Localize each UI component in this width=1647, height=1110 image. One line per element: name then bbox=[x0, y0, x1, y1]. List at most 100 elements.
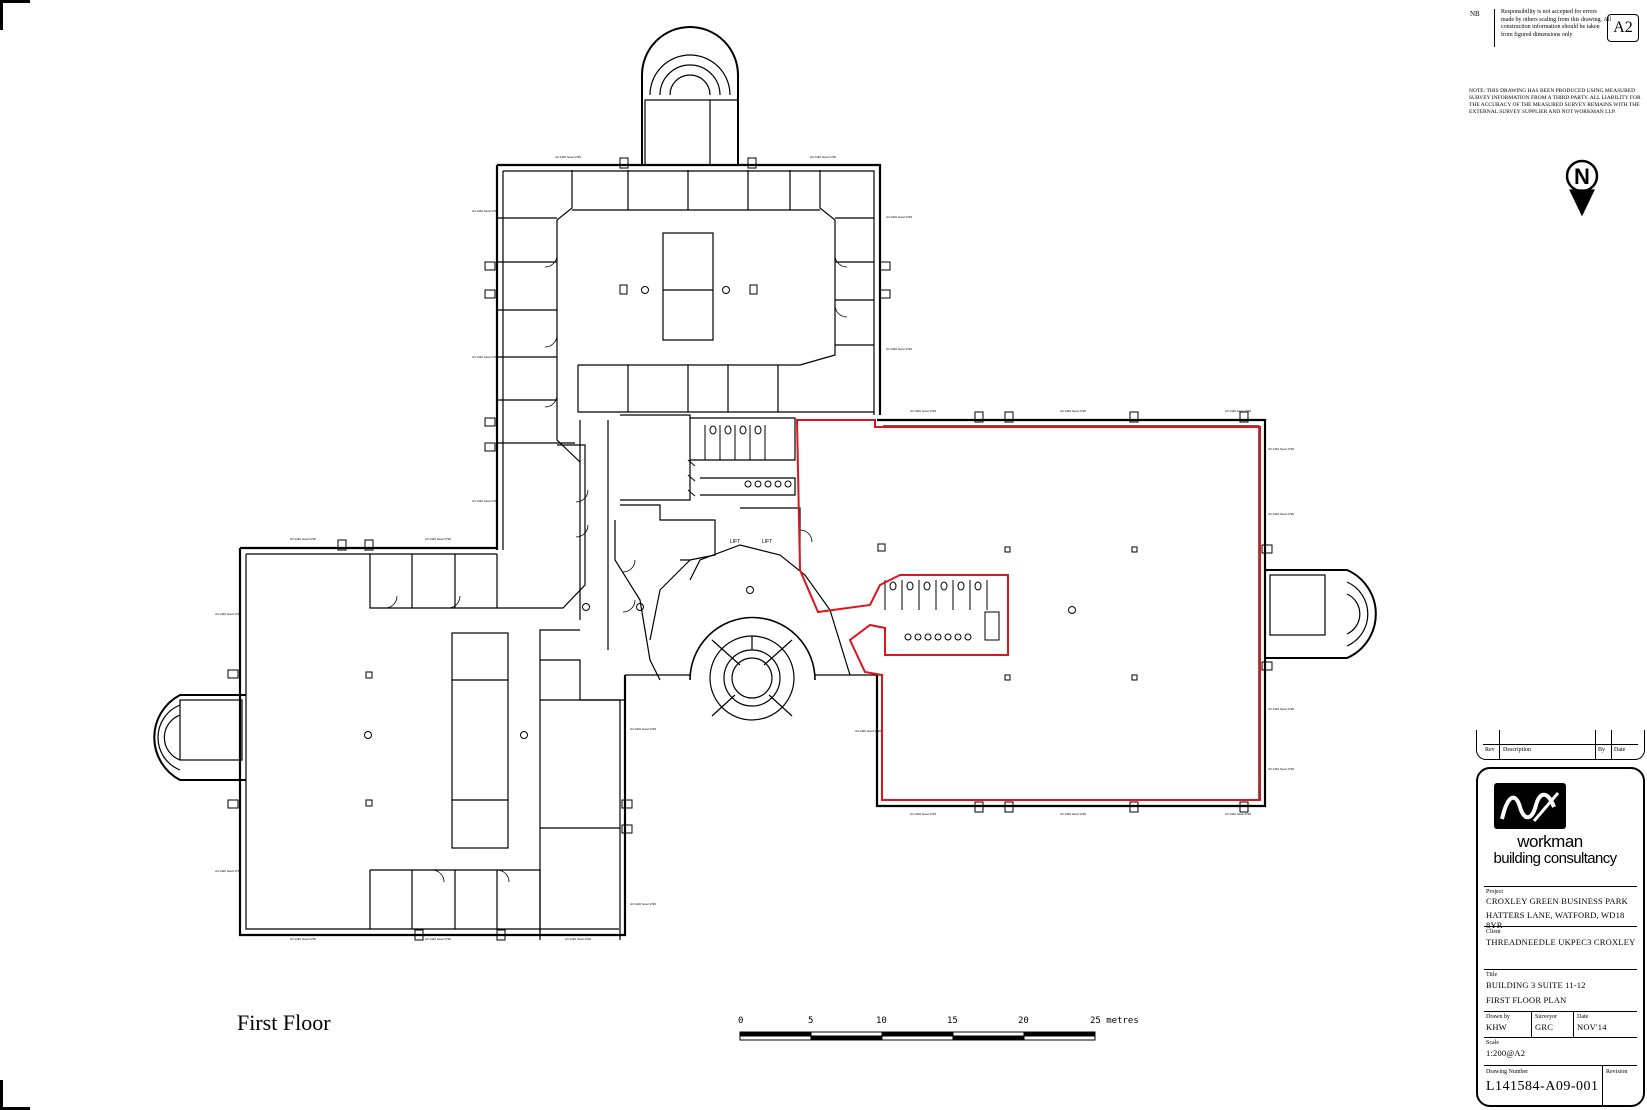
core bbox=[539, 414, 801, 940]
svg-text:cill 1420 head 1790: cill 1420 head 1790 bbox=[472, 499, 498, 503]
east-columns bbox=[877, 543, 1138, 681]
lift-labels: LIFT LIFT bbox=[730, 539, 772, 545]
scale-label-5: 5 bbox=[808, 1016, 814, 1026]
project-line2: HATTERS LANE, WATFORD, WD18 8YR bbox=[1486, 910, 1625, 930]
scale-label-25: 25 metres bbox=[1090, 1016, 1139, 1026]
title-block: Project CROXLEY GREEN BUSINESS PARK HATT… bbox=[1476, 767, 1645, 1107]
scale-bar bbox=[739, 1031, 1096, 1041]
scale-bar-segment-top bbox=[810, 1031, 883, 1037]
rev-header: Rev bbox=[1485, 747, 1495, 753]
svg-text:LIFT: LIFT bbox=[762, 539, 772, 545]
svg-text:cill 1420 head 1790: cill 1420 head 1790 bbox=[855, 729, 881, 733]
drawing-number-value: L141584-A09-001 bbox=[1486, 1079, 1599, 1094]
scale-label-10: 10 bbox=[876, 1016, 887, 1026]
scale-label-0: 0 bbox=[738, 1016, 744, 1026]
svg-text:cill 1420 head 1790: cill 1420 head 1790 bbox=[215, 869, 241, 873]
scale-bar-segment-bottom bbox=[739, 1035, 812, 1041]
project-line1: CROXLEY GREEN BUSINESS PARK bbox=[1486, 896, 1628, 906]
svg-text:cill 1420 head 1790: cill 1420 head 1790 bbox=[1225, 812, 1251, 816]
scale-bar-segment-bottom bbox=[881, 1035, 954, 1041]
svg-text:cill 1420 head 1790: cill 1420 head 1790 bbox=[886, 347, 912, 351]
description-header: Description bbox=[1503, 747, 1531, 753]
svg-text:cill 1420 head 1790: cill 1420 head 1790 bbox=[1268, 707, 1294, 711]
workman-logo bbox=[1494, 783, 1566, 829]
window-piers bbox=[227, 157, 1273, 941]
by-header: By bbox=[1598, 747, 1606, 753]
date-value: NOV'14 bbox=[1577, 1022, 1607, 1032]
svg-text:cill 1420 head 1790: cill 1420 head 1790 bbox=[630, 727, 656, 731]
drawing-number-label: Drawing Number bbox=[1486, 1069, 1529, 1075]
project-label: Project bbox=[1486, 889, 1503, 895]
crop-mark-bottom-left-v bbox=[0, 1080, 3, 1110]
brand-name: workman bbox=[1517, 832, 1583, 851]
scale-label: Scale bbox=[1486, 1040, 1499, 1046]
dimension-tags: cill 1420 head 1790 cill 1420 head 1790 c… bbox=[215, 155, 1294, 941]
brand-tagline: building consultancy bbox=[1493, 850, 1617, 867]
date-header: Date bbox=[1614, 747, 1626, 753]
revision-table: Rev Description By Date bbox=[1476, 730, 1645, 760]
nb-label: NB bbox=[1470, 10, 1480, 18]
svg-text:cill 1420 head 1790: cill 1420 head 1790 bbox=[425, 537, 451, 541]
scale-bar-segment-top bbox=[1023, 1031, 1096, 1037]
svg-text:cill 1420 head 1790: cill 1420 head 1790 bbox=[1060, 812, 1086, 816]
workman-logo-mark-icon bbox=[1500, 792, 1560, 822]
svg-text:cill 1420 head 1790: cill 1420 head 1790 bbox=[555, 155, 581, 159]
scale-bar-segment-top bbox=[952, 1031, 1025, 1037]
central-stair bbox=[625, 544, 880, 721]
revision-label: Revision bbox=[1606, 1069, 1628, 1075]
date-label: Date bbox=[1577, 1014, 1589, 1020]
svg-text:cill 1420 head 1790: cill 1420 head 1790 bbox=[810, 155, 836, 159]
svg-text:cill 1420 head 1790: cill 1420 head 1790 bbox=[1060, 409, 1086, 413]
client-label: Client bbox=[1486, 929, 1501, 935]
svg-text:cill 1420 head 1790: cill 1420 head 1790 bbox=[910, 812, 936, 816]
scale-bar-segment-bottom bbox=[952, 1035, 1025, 1041]
svg-text:cill 1420 head 1790: cill 1420 head 1790 bbox=[472, 355, 498, 359]
crop-mark-top-left-v bbox=[0, 0, 3, 30]
north-arrow: N bbox=[1565, 159, 1599, 217]
upper-wc bbox=[687, 425, 792, 497]
svg-text:cill 1420 head 1790: cill 1420 head 1790 bbox=[910, 409, 936, 413]
title-line2: FIRST FLOOR PLAN bbox=[1486, 995, 1567, 1005]
svg-text:cill 1420 head 1790: cill 1420 head 1790 bbox=[886, 215, 912, 219]
scale-value: 1:200@A2 bbox=[1486, 1048, 1526, 1058]
crop-mark-bottom-left bbox=[0, 1107, 30, 1110]
svg-text:cill 1420 head 1790: cill 1420 head 1790 bbox=[290, 537, 316, 541]
svg-text:cill 1420 head 1790: cill 1420 head 1790 bbox=[1268, 512, 1294, 516]
north-arrow-label: N bbox=[1574, 164, 1590, 189]
surveyor-label: Surveyor bbox=[1535, 1014, 1557, 1020]
nb-disclaimer: Responsibility is not accepted for error… bbox=[1494, 9, 1611, 47]
drawn-by-label: Drawn by bbox=[1486, 1014, 1510, 1020]
client-value: THREADNEEDLE UKPEC3 CROXLEY bbox=[1486, 937, 1636, 947]
title-label: Title bbox=[1486, 972, 1498, 978]
scale-label-15: 15 bbox=[947, 1016, 958, 1026]
crop-mark-top-left bbox=[0, 0, 30, 3]
svg-text:cill 1420 head 1790: cill 1420 head 1790 bbox=[630, 902, 656, 906]
svg-text:cill 1420 head 1790: cill 1420 head 1790 bbox=[425, 937, 451, 941]
east-wing bbox=[875, 418, 1377, 808]
scale-bar-segment-bottom bbox=[810, 1035, 883, 1041]
svg-text:cill 1420 head 1790: cill 1420 head 1790 bbox=[1268, 447, 1294, 451]
survey-note: NOTE: THIS DRAWING HAS BEEN PRODUCED USI… bbox=[1469, 88, 1641, 115]
svg-text:LIFT: LIFT bbox=[730, 539, 740, 545]
svg-text:cill 1420 head 1790: cill 1420 head 1790 bbox=[290, 937, 316, 941]
scale-bar-segment-top bbox=[881, 1031, 954, 1037]
sheet-size-badge: A2 bbox=[1607, 14, 1639, 42]
svg-text:cill 1420 head 1790: cill 1420 head 1790 bbox=[215, 612, 241, 616]
suite-wc bbox=[884, 580, 1000, 641]
scale-label-20: 20 bbox=[1018, 1016, 1029, 1026]
drawn-by-value: KHW bbox=[1486, 1022, 1507, 1032]
svg-text:cill 1420 head 1790: cill 1420 head 1790 bbox=[1268, 767, 1294, 771]
west-wing bbox=[153, 444, 627, 937]
svg-text:cill 1420 head 1790: cill 1420 head 1790 bbox=[472, 209, 498, 213]
suite-boundary bbox=[795, 419, 1261, 801]
north-columns bbox=[619, 284, 758, 295]
title-line1: BUILDING 3 SUITE 11-12 bbox=[1486, 980, 1586, 990]
scale-bar-segment-bottom bbox=[1023, 1035, 1096, 1041]
scale-bar-segment-top bbox=[739, 1031, 812, 1037]
west-columns bbox=[364, 586, 754, 807]
floor-title: First Floor bbox=[237, 1010, 331, 1035]
door-swings bbox=[384, 254, 848, 883]
svg-text:cill 1420 head 1790: cill 1420 head 1790 bbox=[1225, 409, 1251, 413]
north-wing bbox=[495, 26, 882, 550]
